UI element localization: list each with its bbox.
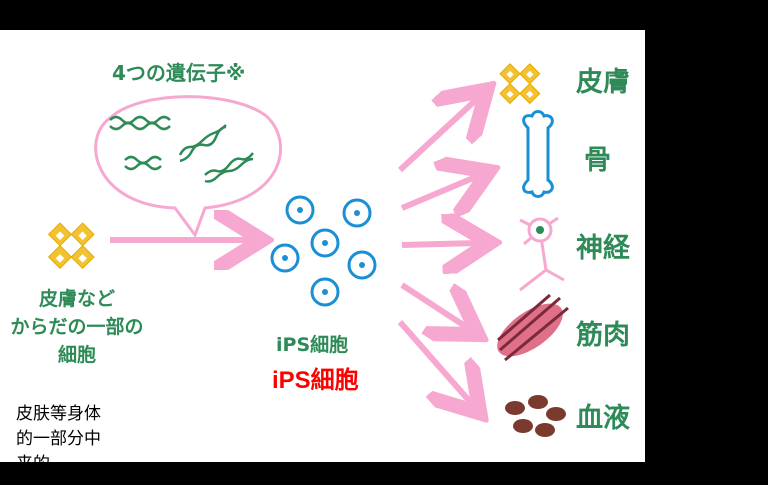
diagram-canvas: 4つの遺伝子※ 皮膚など からだの一部の 細胞 皮肤等身体的一部分中来的 iPS… <box>0 30 645 462</box>
target-label-bone: 骨 <box>584 145 611 176</box>
source-skin-cells-icon <box>47 222 95 269</box>
bone-icon <box>522 110 554 198</box>
source-label-line: 細胞 <box>57 344 96 366</box>
target-label-nerve: 神経 <box>576 233 630 264</box>
ips-label-jp: iPS細胞 <box>276 334 349 356</box>
output-arrows <box>397 98 478 404</box>
ips-label-red: iPS細胞 <box>272 367 359 394</box>
target-label-muscle: 筋肉 <box>576 320 630 351</box>
neuron-icon <box>519 216 565 292</box>
genes-label: 4つの遺伝子※ <box>112 61 245 85</box>
muscle-icon <box>497 293 569 362</box>
source-label-line: からだの一部の <box>10 316 144 338</box>
diagram-svg: 4つの遺伝子※ <box>47 61 569 437</box>
source-label-line: 皮膚など <box>38 288 115 310</box>
blood-cells-icon <box>505 395 566 437</box>
target-label-skin: 皮膚 <box>576 67 630 98</box>
dna-strands-icon <box>109 115 254 183</box>
skin-cells-icon <box>499 63 541 105</box>
chinese-note: 皮肤等身体的一部分中来的 <box>16 404 101 462</box>
source-cell-label: 皮膚など からだの一部の 細胞 <box>2 285 152 369</box>
target-label-blood: 血液 <box>576 403 630 434</box>
genes-bubble <box>94 95 282 239</box>
